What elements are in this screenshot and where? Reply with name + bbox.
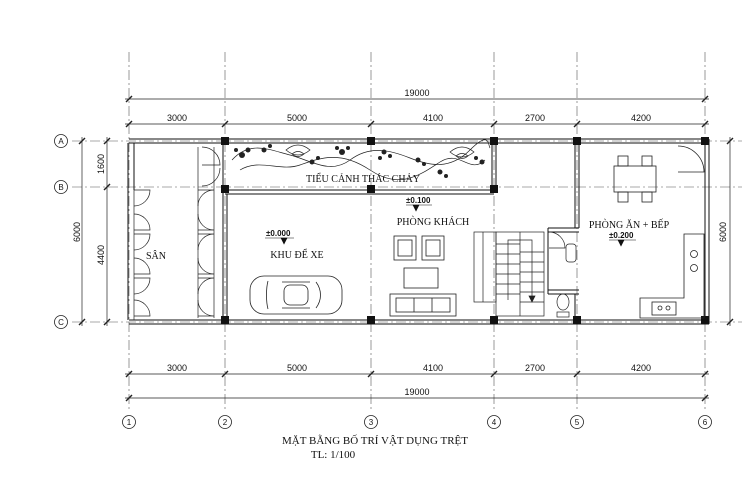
grid-bubbles (54, 134, 712, 429)
stove-burner (690, 264, 698, 272)
sofa (389, 293, 457, 317)
grid-label-2: 2 (223, 418, 228, 427)
room-label-yard: SÂN (146, 250, 166, 262)
kitchen-sink (651, 301, 677, 316)
grid-bubble-3 (364, 415, 378, 429)
grid-label-B: B (58, 183, 63, 192)
wc-door (548, 231, 566, 249)
left-dim-upper: 1600 (96, 154, 106, 174)
wc-toilet (556, 293, 570, 311)
room-label-parking: KHU ĐỂ XE (270, 248, 323, 261)
dining-set (613, 145, 705, 203)
armchair-left (393, 235, 417, 261)
wc-fixtures (548, 231, 577, 318)
car-symbol (249, 275, 343, 315)
stair-landing (473, 231, 497, 303)
dining-door (677, 145, 705, 173)
grid-label-3: 3 (369, 418, 374, 427)
dining-level: ±0.200 (609, 231, 634, 240)
grid-bubble-1 (122, 415, 136, 429)
span-4-top: 2700 (525, 113, 545, 123)
grid-label-A: A (58, 137, 64, 146)
structural-columns (221, 137, 709, 324)
right-total-dim: 6000 (718, 222, 728, 242)
staircase (473, 231, 545, 317)
stair-arrow (507, 239, 533, 300)
parking-level: ±0.000 (266, 229, 291, 238)
span-3-bottom: 4100 (423, 363, 443, 373)
grid-label-5: 5 (575, 418, 580, 427)
drawing-title: MẶT BẰNG BỐ TRÍ VẬT DỤNG TRỆT (282, 434, 468, 447)
span-5-top: 4200 (631, 113, 651, 123)
left-total-dim: 6000 (72, 222, 82, 242)
top-dimensions (125, 95, 709, 128)
grid-label-4: 4 (492, 418, 497, 427)
bottom-dimensions (125, 370, 709, 402)
total-width-top: 19000 (404, 88, 429, 98)
stove-burner (690, 250, 698, 258)
kitchen-counter (639, 233, 705, 319)
span-2-bottom: 5000 (287, 363, 307, 373)
grid-bubble-5 (570, 415, 584, 429)
grid-bubble-6 (698, 415, 712, 429)
parking-level-marker (265, 237, 294, 245)
span-5-bottom: 4200 (631, 363, 651, 373)
living-level-marker (406, 204, 432, 212)
left-dimensions (78, 137, 111, 326)
span-1-bottom: 3000 (167, 363, 187, 373)
dining-table (613, 165, 657, 193)
span-1-top: 3000 (167, 113, 187, 123)
span-2-top: 5000 (287, 113, 307, 123)
grid-bubble-2 (218, 415, 232, 429)
grid-bubble-B (54, 180, 68, 194)
room-label-dining: PHÒNG ĂN + BẾP (589, 218, 670, 231)
room-label-living: PHÒNG KHÁCH (397, 216, 470, 228)
grid-bubble-A (54, 134, 68, 148)
grid-bubble-C (54, 315, 68, 329)
grid-label-6: 6 (703, 418, 708, 427)
room-label-feature: TIỂU CẢNH THÁC CHẢY (306, 172, 420, 185)
grid-label-C: C (58, 318, 64, 327)
drawing-scale: TL: 1/100 (311, 449, 356, 461)
waterfall-plants (234, 144, 485, 178)
grid-lines (72, 52, 742, 412)
total-width-bottom: 19000 (404, 387, 429, 397)
span-4-bottom: 2700 (525, 363, 545, 373)
left-dim-lower: 4400 (96, 245, 106, 265)
yard-gate-doors (133, 146, 221, 320)
span-3-top: 4100 (423, 113, 443, 123)
dining-level-marker (609, 239, 636, 247)
grid-bubble-4 (487, 415, 501, 429)
armchair-right (421, 235, 445, 261)
waterfall-feature (231, 139, 491, 180)
grid-label-1: 1 (127, 418, 132, 427)
right-dimension (726, 137, 734, 326)
wc-sink (565, 243, 577, 263)
living-furniture (389, 235, 457, 317)
coffee-table (403, 267, 439, 289)
living-level: ±0.100 (406, 196, 431, 205)
